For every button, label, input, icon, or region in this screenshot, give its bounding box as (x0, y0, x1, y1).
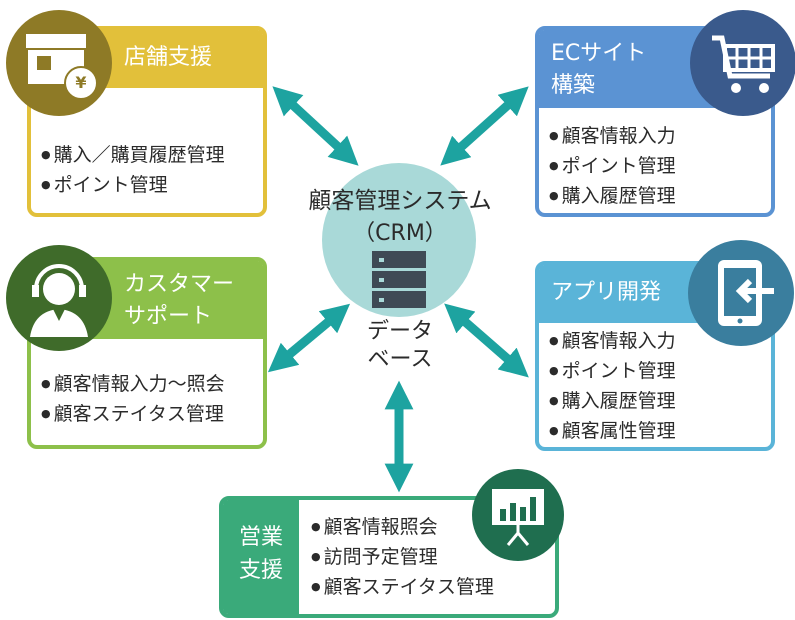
arrow-support (267, 303, 351, 373)
card-sales-title-2: 支援 (239, 558, 284, 583)
list-item: 顧客ステイタス管理 (41, 399, 225, 429)
card-store-items: 購入／購買履歴管理 ポイント管理 (41, 140, 225, 200)
database-icon (372, 251, 426, 309)
storefront-yen-icon: ¥ (6, 10, 112, 116)
list-item: 顧客情報照会 (311, 512, 494, 542)
arrow-app (444, 303, 529, 378)
card-app-items: 顧客情報入力 ポイント管理 購入履歴管理 顧客属性管理 (549, 326, 676, 446)
crm-title: 顧客管理システム (308, 188, 492, 214)
list-item: 顧客情報入力～照会 (41, 369, 225, 399)
db-label-1: データ (366, 319, 433, 344)
db-label-2: ベース (367, 347, 433, 372)
tablet-login-icon (688, 240, 794, 346)
list-item: 購入履歴管理 (549, 181, 676, 211)
list-item: 購入／購買履歴管理 (41, 140, 225, 170)
card-store-title: 店舗支援 (124, 45, 213, 70)
list-item: 顧客情報入力 (549, 121, 676, 151)
shopping-cart-icon (690, 10, 795, 116)
card-support-title-2: サポート (124, 304, 213, 329)
presentation-board-icon (472, 469, 564, 561)
list-item: 訪問予定管理 (311, 542, 494, 572)
list-item: 顧客属性管理 (549, 416, 676, 446)
list-item: 購入履歴管理 (549, 386, 676, 416)
list-item: ポイント管理 (549, 356, 676, 386)
card-support-items: 顧客情報入力～照会 顧客ステイタス管理 (41, 369, 225, 429)
list-item: ポイント管理 (41, 170, 225, 200)
arrow-store (272, 86, 359, 166)
card-sales-title-1: 営業 (239, 525, 284, 550)
card-sales-header (223, 500, 299, 614)
card-ec-title-1: ECサイト (551, 41, 647, 66)
card-ec-title-2: 構築 (551, 73, 596, 98)
crm-subtitle: （CRM） (353, 221, 447, 246)
card-sales-items: 顧客情報照会 訪問予定管理 顧客ステイタス管理 (311, 512, 494, 602)
list-item: 顧客情報入力 (549, 326, 676, 356)
headset-operator-icon (6, 245, 112, 351)
arrow-ec (440, 86, 529, 166)
card-ec-items: 顧客情報入力 ポイント管理 購入履歴管理 (549, 121, 676, 211)
card-support-title-1: カスタマー (124, 272, 235, 297)
list-item: ポイント管理 (549, 151, 676, 181)
list-item: 顧客ステイタス管理 (311, 572, 494, 602)
card-app-title: アプリ開発 (551, 280, 662, 305)
